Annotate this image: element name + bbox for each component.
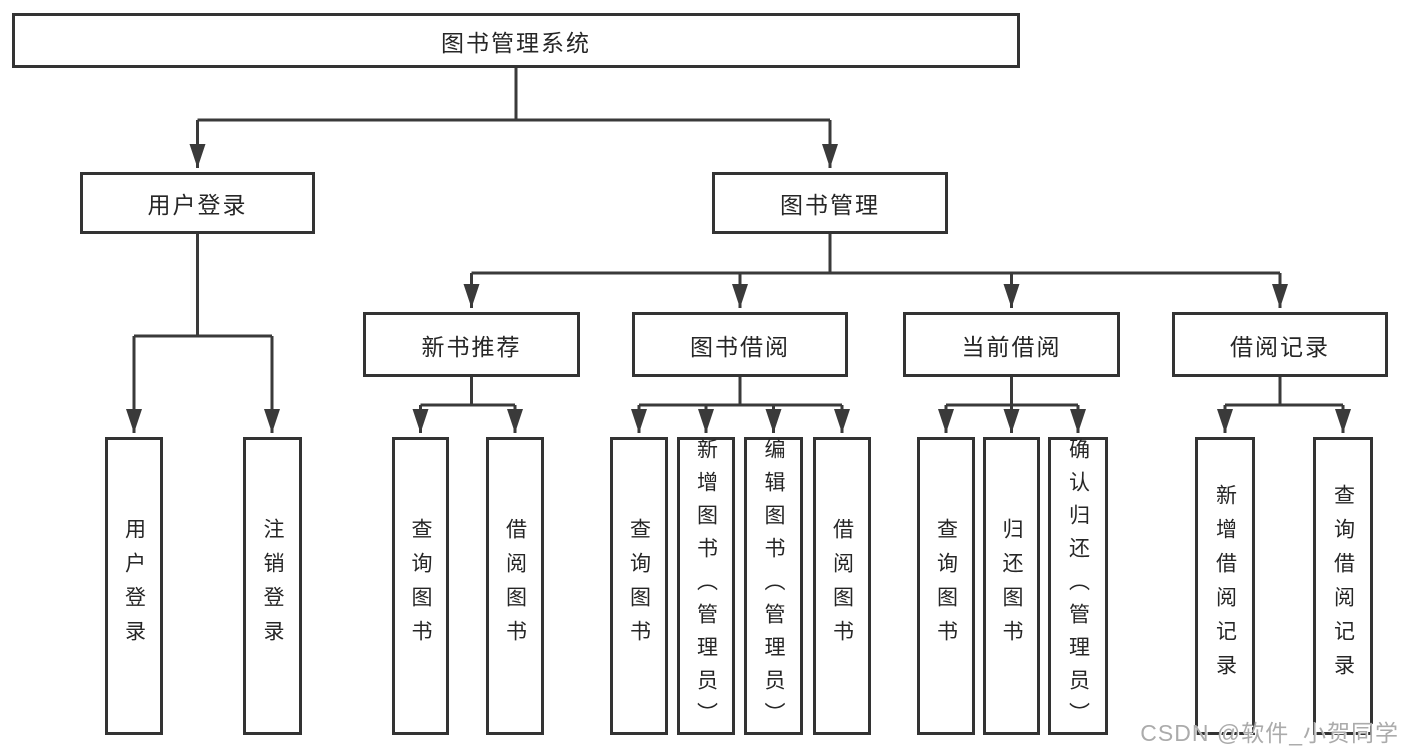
leaf-user-login-label: 用户登录 [122,518,146,654]
leaf-bb-borrow-books: 借阅图书 [813,437,871,735]
leaf-br-add-record: 新增借阅记录 [1195,437,1255,735]
leaf-cb-confirm-return-label: 确认归还（管理员） [1066,437,1090,735]
leaf-br-query-record: 查询借阅记录 [1313,437,1373,735]
leaf-bb-edit-books-label: 编辑图书（管理员） [762,437,785,735]
leaf-br-query-record-label: 查询借阅记录 [1331,484,1355,688]
node-borrow-records-label: 借阅记录 [1230,333,1330,360]
leaf-cb-return-books-label: 归还图书 [1000,518,1023,654]
leaf-nbr-borrow-books-label: 借阅图书 [503,518,527,654]
leaf-logout-label: 注销登录 [261,518,284,654]
node-new-book-recommend: 新书推荐 [363,312,580,377]
node-book-borrow: 图书借阅 [632,312,848,377]
leaf-bb-add-books-label: 新增图书（管理员） [694,437,718,735]
csdn-watermark: CSDN @软件_小贺同学 [1140,720,1399,746]
leaf-bb-borrow-books-label: 借阅图书 [830,518,854,654]
node-current-borrow-label: 当前借阅 [961,333,1062,360]
leaf-bb-query-books-label: 查询图书 [627,518,651,654]
node-borrow-records: 借阅记录 [1172,312,1388,377]
node-new-book-recommend-label: 新书推荐 [421,333,522,360]
leaf-cb-return-books: 归还图书 [983,437,1040,735]
node-book-borrow-label: 图书借阅 [690,333,790,360]
leaf-cb-query-books: 查询图书 [917,437,975,735]
node-book-management: 图书管理 [712,172,948,234]
leaf-bb-query-books: 查询图书 [610,437,668,735]
leaf-logout: 注销登录 [243,437,302,735]
node-root: 图书管理系统 [12,13,1020,68]
node-user-login-label: 用户登录 [147,192,248,218]
leaf-cb-query-books-label: 查询图书 [934,518,958,654]
leaf-bb-edit-books: 编辑图书（管理员） [744,437,803,735]
leaf-cb-confirm-return: 确认归还（管理员） [1048,437,1108,735]
leaf-nbr-query-books: 查询图书 [392,437,449,735]
leaf-nbr-query-books-label: 查询图书 [409,518,432,654]
leaf-br-add-record-label: 新增借阅记录 [1213,484,1237,688]
node-current-borrow: 当前借阅 [903,312,1120,377]
node-book-management-label: 图书管理 [780,192,880,218]
node-user-login: 用户登录 [80,172,315,234]
node-root-label: 图书管理系统 [441,29,591,56]
leaf-bb-add-books: 新增图书（管理员） [677,437,735,735]
leaf-nbr-borrow-books: 借阅图书 [486,437,544,735]
leaf-user-login: 用户登录 [105,437,163,735]
